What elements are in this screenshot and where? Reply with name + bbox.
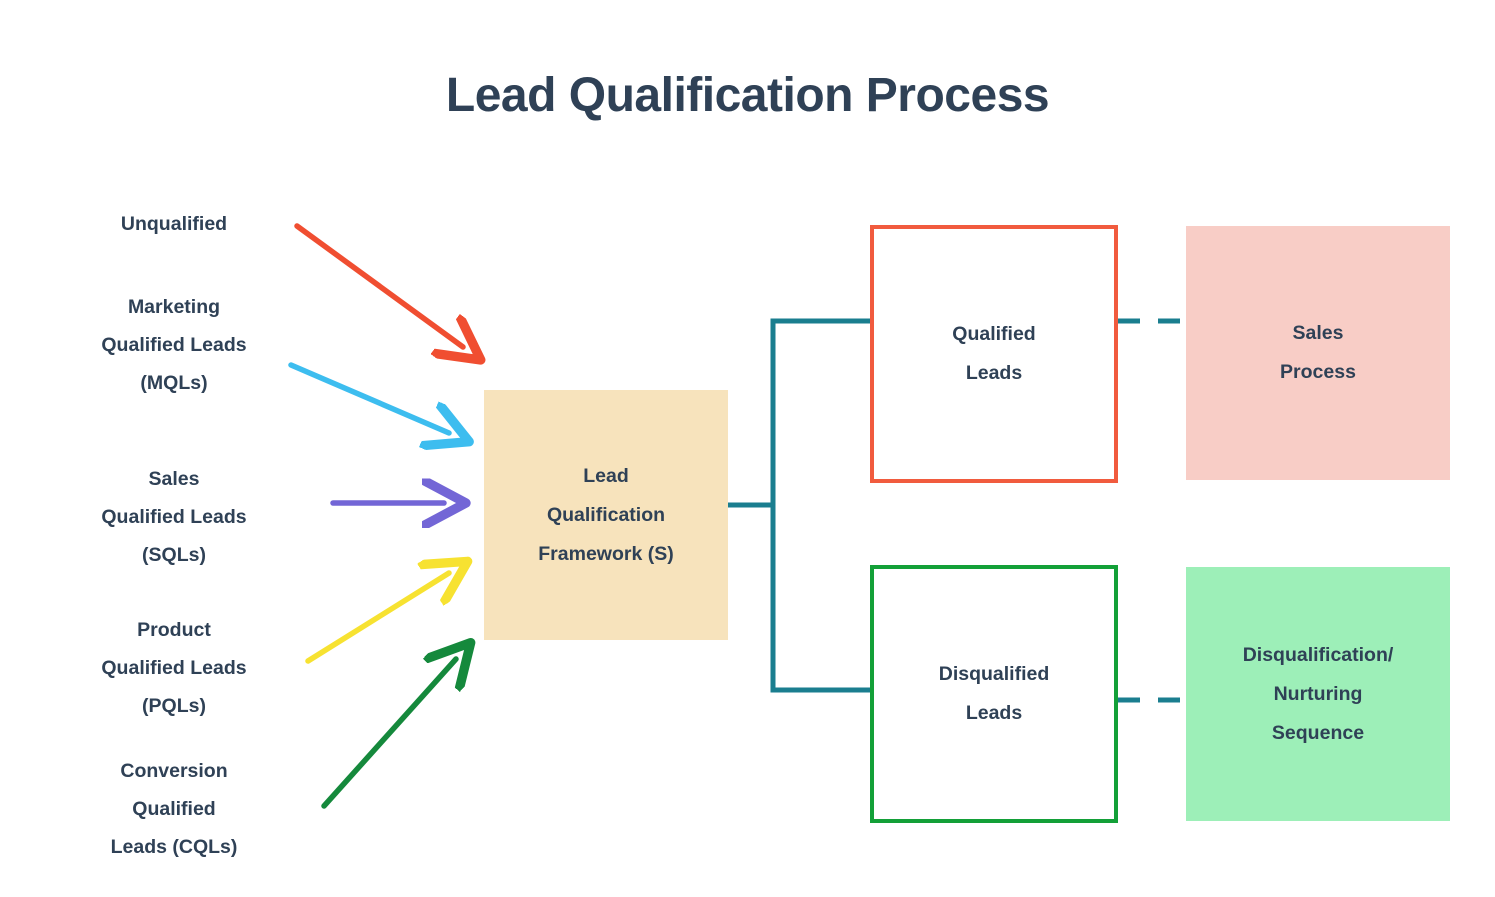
page-title: Lead Qualification Process (445, 69, 1050, 122)
node-lead-qualification-framework[interactable]: Lead Qualification Framework (S) (484, 390, 728, 640)
node-qualified-leads[interactable]: Qualified Leads (870, 225, 1118, 483)
source-label-mql: Marketing Qualified Leads (MQLs) (101, 296, 247, 394)
node-sales-process[interactable]: Sales Process (1186, 226, 1450, 480)
node-disqualified-leads[interactable]: Disqualified Leads (870, 565, 1118, 823)
source-label-pql: Product Qualified Leads (PQLs) (101, 619, 247, 717)
arrow-cql (321, 659, 456, 809)
arrow-mql (288, 362, 449, 433)
source-label-cql: Conversion Qualified Leads (CQLs) (110, 760, 238, 858)
source-label-unqualified: Unqualified (120, 213, 228, 235)
arrow-unqualified (294, 223, 463, 347)
arrow-pql (305, 573, 449, 664)
source-label-sql: Sales Qualified Leads (SQLs) (101, 468, 247, 566)
node-disqualification-nurturing-sequence[interactable]: Disqualification/ Nurturing Sequence (1186, 567, 1450, 821)
